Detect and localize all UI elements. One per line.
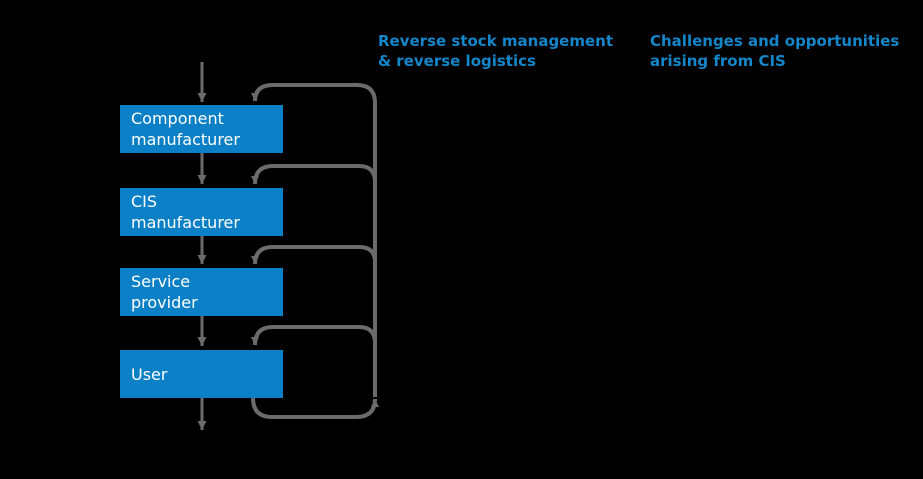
reverse-loop-from-user-bottom <box>251 396 379 419</box>
reverse-branch-service <box>251 245 377 265</box>
node-user: User <box>120 350 283 398</box>
node-label: Service provider <box>131 272 198 312</box>
reverse-trunk-and-branch-component <box>251 83 377 397</box>
node-label: CIS manufacturer <box>131 192 240 232</box>
node-component-manufacturer: Component manufacturer <box>120 105 283 153</box>
node-label: Component manufacturer <box>131 109 240 149</box>
node-label: User <box>131 364 168 384</box>
heading-reverse-stock-management: Reverse stock management & reverse logis… <box>378 32 614 70</box>
node-cis-manufacturer: CIS manufacturer <box>120 188 283 236</box>
reverse-branch-cis <box>251 164 377 185</box>
reverse-branch-user <box>251 325 377 346</box>
heading-challenges-opportunities: Challenges and opportunities arising fro… <box>650 32 900 70</box>
node-service-provider: Service provider <box>120 268 283 316</box>
